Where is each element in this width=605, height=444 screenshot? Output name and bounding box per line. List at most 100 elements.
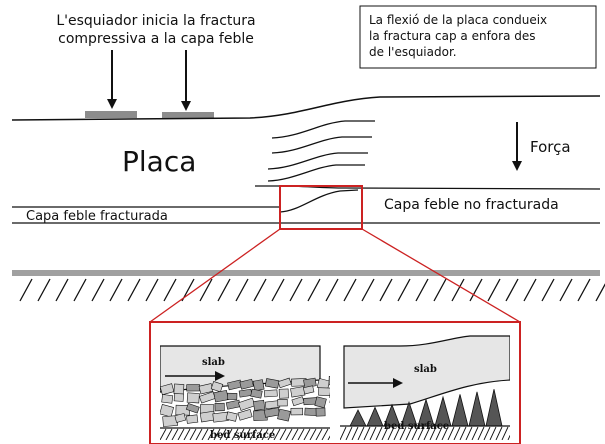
inset-right: slab bed surface xyxy=(340,326,510,440)
ground-hatch xyxy=(19,278,605,302)
rubble-block xyxy=(186,392,200,404)
inset-right-bed-label: bed surface xyxy=(384,421,449,432)
rubble-block xyxy=(213,389,229,403)
ground-hatch-mark xyxy=(55,278,69,302)
skier-note-line-2: compressiva a la capa feble xyxy=(58,31,254,47)
rubble-block xyxy=(278,388,289,399)
flex-note-line-3: de l'esquiador. xyxy=(369,45,457,59)
rubble-block xyxy=(277,377,292,389)
bed-hatch-mark xyxy=(237,428,245,440)
ground-hatch-mark xyxy=(469,278,483,302)
ground-hatch-mark xyxy=(379,278,393,302)
flex-note-line-1: La flexió de la placa condueix xyxy=(369,13,547,27)
bed-hatch-mark xyxy=(231,428,239,440)
ground-hatch-mark xyxy=(487,278,501,302)
bed-hatch-mark xyxy=(399,426,407,440)
inset-left-bed-hatch xyxy=(160,428,330,440)
bed-hatch-mark xyxy=(429,426,437,440)
bed-hatch-mark xyxy=(393,426,401,440)
rubble-block xyxy=(225,411,238,422)
ski-right xyxy=(162,112,214,119)
inset-left-slab-label: slab xyxy=(202,357,225,368)
ground-hatch-mark xyxy=(325,278,339,302)
bed-hatch-mark xyxy=(207,428,215,440)
weak-layer-fracture-curve xyxy=(279,189,359,213)
bed-hatch-mark xyxy=(255,428,263,440)
bed-hatch-mark xyxy=(459,426,467,440)
fracture-line-1 xyxy=(271,120,375,139)
rubble-block xyxy=(264,378,280,389)
bed-hatch-mark xyxy=(189,428,197,440)
bed-hatch-mark xyxy=(417,426,425,440)
ground-hatch-mark xyxy=(307,278,321,302)
rubble-block xyxy=(237,409,253,421)
bed-hatch-mark xyxy=(309,428,317,440)
ground-hatch-mark xyxy=(397,278,411,302)
ground-hatch-mark xyxy=(109,278,123,302)
bed-hatch-mark xyxy=(441,426,449,440)
bed-hatch-mark xyxy=(183,428,191,440)
rubble-block xyxy=(277,408,291,422)
bed-hatch-mark xyxy=(369,426,377,440)
rubble-block xyxy=(186,384,200,392)
rubble-block xyxy=(290,407,304,416)
bed-hatch-mark xyxy=(297,428,305,440)
bed-hatch-mark xyxy=(375,426,383,440)
rubble-block xyxy=(263,389,278,398)
bed-hatch-mark xyxy=(381,426,389,440)
bed-hatch-mark xyxy=(357,426,365,440)
ground-hatch-mark xyxy=(199,278,213,302)
ski-left xyxy=(85,111,137,118)
slab-label: Placa xyxy=(122,145,196,178)
ground-hatch-mark xyxy=(523,278,537,302)
rubble-block xyxy=(252,379,265,392)
ground-hatch-mark xyxy=(145,278,159,302)
rubble-block xyxy=(185,403,200,414)
bed-hatch-mark xyxy=(495,426,503,440)
rubble-block xyxy=(277,398,288,407)
inset-right-slab xyxy=(343,335,510,409)
bed-hatch-mark xyxy=(315,428,323,440)
bed-hatch-mark xyxy=(291,428,299,440)
ground-hatch-mark xyxy=(163,278,177,302)
rubble-block xyxy=(173,393,184,402)
bed-hatch-mark xyxy=(453,426,461,440)
bed-hatch-mark xyxy=(243,428,251,440)
rubble-block xyxy=(239,378,254,390)
bed-hatch-mark xyxy=(225,428,233,440)
rubble-block xyxy=(291,396,305,407)
bed-hatch-mark xyxy=(160,428,167,440)
bed-hatch-mark xyxy=(327,435,330,440)
bed-hatch-mark xyxy=(219,428,227,440)
rubble-block xyxy=(160,404,175,418)
force-label: Força xyxy=(530,138,571,156)
bed-hatch-mark xyxy=(321,428,329,440)
bed-hatch-mark xyxy=(267,428,275,440)
rubble-block xyxy=(174,413,187,423)
ground-hatch-mark xyxy=(343,278,357,302)
zoom-connector-right xyxy=(361,228,521,323)
bed-hatch-mark xyxy=(387,426,395,440)
ground-hatch-mark xyxy=(505,278,519,302)
rubble-block xyxy=(212,411,229,423)
rubble-block xyxy=(302,385,315,395)
flex-note-line-2: la fractura cap a enfora des xyxy=(369,29,535,43)
bed-hatch-mark xyxy=(465,426,473,440)
ground-hatch-mark xyxy=(253,278,267,302)
bed-hatch-mark xyxy=(363,426,371,440)
bed-hatch-mark xyxy=(423,426,431,440)
bed-hatch-mark xyxy=(477,426,485,440)
ground-hatch-mark xyxy=(127,278,141,302)
rubble-block xyxy=(314,396,327,409)
ground-hatch-mark xyxy=(91,278,105,302)
bed-hatch-mark xyxy=(195,428,203,440)
ground-hatch-mark xyxy=(37,278,51,302)
inset-right-bed-hatch xyxy=(340,426,510,440)
bed-hatch-mark xyxy=(405,426,413,440)
rubble-block xyxy=(160,383,175,396)
bed-hatch-mark xyxy=(471,426,479,440)
inset-panel: slab bed surface slab bed surface xyxy=(149,321,521,444)
ground-hatch-mark xyxy=(271,278,285,302)
bed-hatch-mark xyxy=(351,426,359,440)
bed-hatch-mark xyxy=(201,428,209,440)
